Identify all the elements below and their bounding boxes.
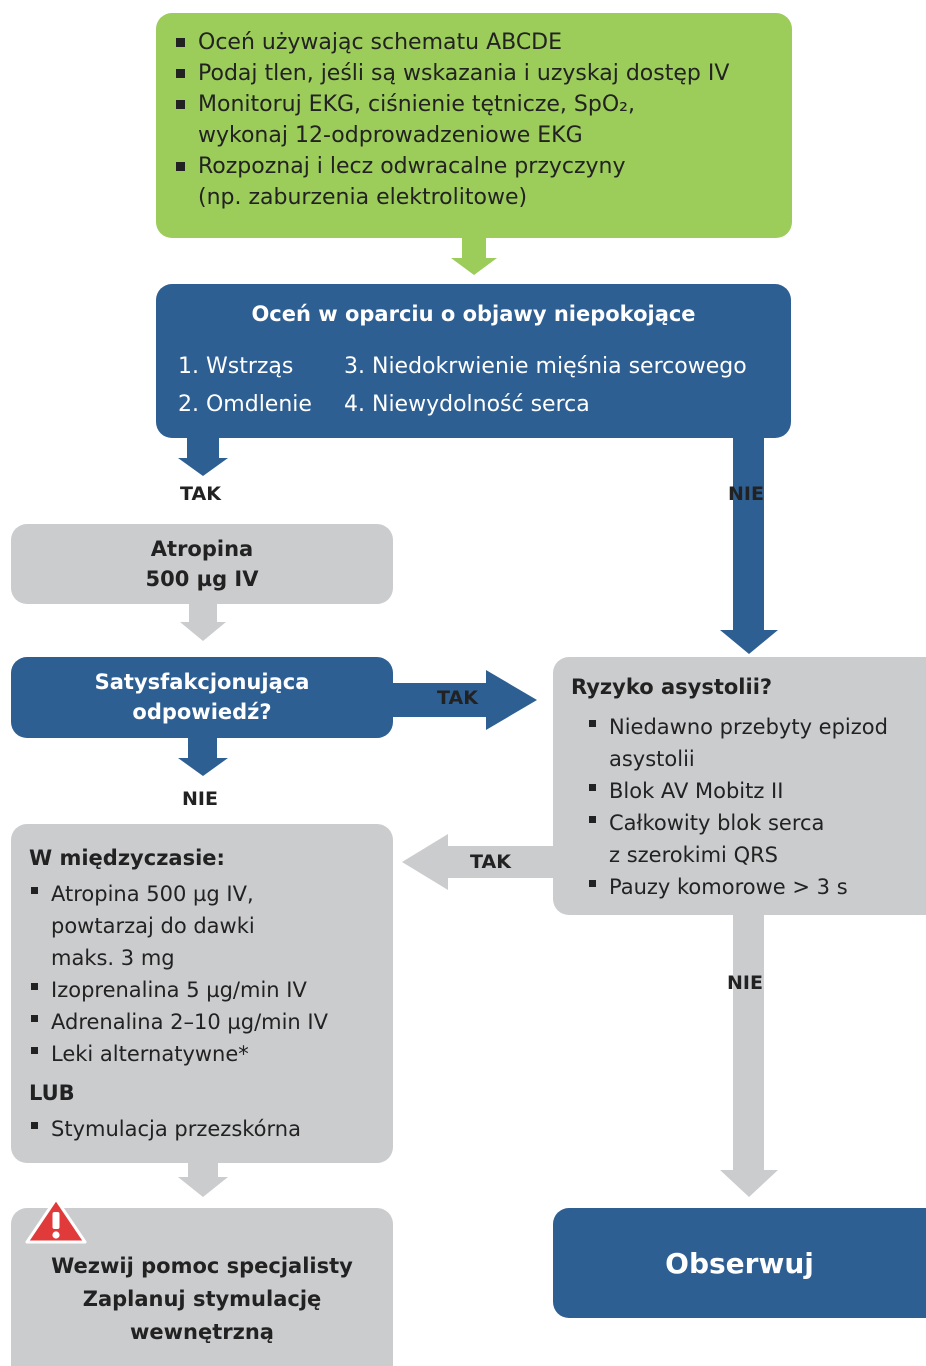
adverse-item-syncope: 2. Omdlenie [178,392,312,417]
list-item: Leki alternatywne* [29,1038,328,1070]
arrow-response-nie [178,738,228,776]
initial-assessment-box: Oceń używając schematu ABCDE Podaj tlen,… [156,13,792,238]
label-no-adverse: NIE [728,483,764,505]
interim-pacing-list: Stymulacja przezskórna [29,1113,301,1145]
warning-triangle-icon [25,1197,87,1244]
initial-assessment-list: Oceń używając schematu ABCDE Podaj tlen,… [156,13,792,213]
interim-or: LUB [29,1081,75,1105]
arrow-interim-to-specialist [178,1163,228,1197]
adverse-item-shock: 1. Wstrząs [178,354,294,379]
arrow-green-to-assess [451,238,497,275]
arrow-response-tak [392,670,537,730]
atropine-box: Atropina 500 µg IV [11,524,393,604]
observe-label: Obserwuj [665,1246,814,1280]
interim-box: W międzyczasie: Atropina 500 µg IV,powta… [11,824,393,1163]
asystole-risk-title: Ryzyko asystolii? [571,675,773,699]
list-item: Podaj tlen, jeśli są wskazania i uzyskaj… [174,58,792,89]
arrow-risk-nie [720,915,778,1197]
label-no-response: NIE [182,788,218,810]
arrow-assess-nie [720,438,778,654]
list-item: Monitoruj EKG, ciśnienie tętnicze, SpO₂,… [174,89,792,151]
adverse-item-ischaemia: 3. Niedokrwienie mięśnia sercowego [344,354,747,379]
label-yes-response: TAK [437,687,478,709]
label-yes-risk: TAK [470,851,511,873]
label-yes-adverse: TAK [180,483,221,505]
list-item: Adrenalina 2–10 µg/min IV [29,1006,328,1038]
adverse-features-title: Oceń w oparciu o objawy niepokojące [251,302,696,326]
arrow-risk-tak [402,834,553,890]
arrow-atropine-to-response [180,604,226,641]
adverse-item-heart-failure: 4. Niewydolność serca [344,392,590,417]
list-item: Pauzy komorowe > 3 s [587,871,888,903]
list-item: Blok AV Mobitz II [587,775,888,807]
observe-box: Obserwuj [553,1208,926,1318]
label-no-risk: NIE [727,972,763,994]
list-item: Izoprenalina 5 µg/min IV [29,974,328,1006]
arrow-assess-tak [178,438,228,476]
adverse-features-box: Oceń w oparciu o objawy niepokojące 1. W… [156,284,791,438]
list-item: Oceń używając schematu ABCDE [174,27,792,58]
response-box: Satysfakcjonująca odpowiedź? [11,657,393,738]
list-item: Stymulacja przezskórna [29,1113,301,1145]
list-item: Rozpoznaj i lecz odwracalne przyczyny(np… [174,151,792,213]
atropine-dose: 500 µg IV [145,567,259,591]
atropine-title: Atropina [150,537,254,561]
interim-title: W międzyczasie: [29,846,225,870]
asystole-risk-box: Ryzyko asystolii? Niedawno przebyty epiz… [553,657,926,915]
